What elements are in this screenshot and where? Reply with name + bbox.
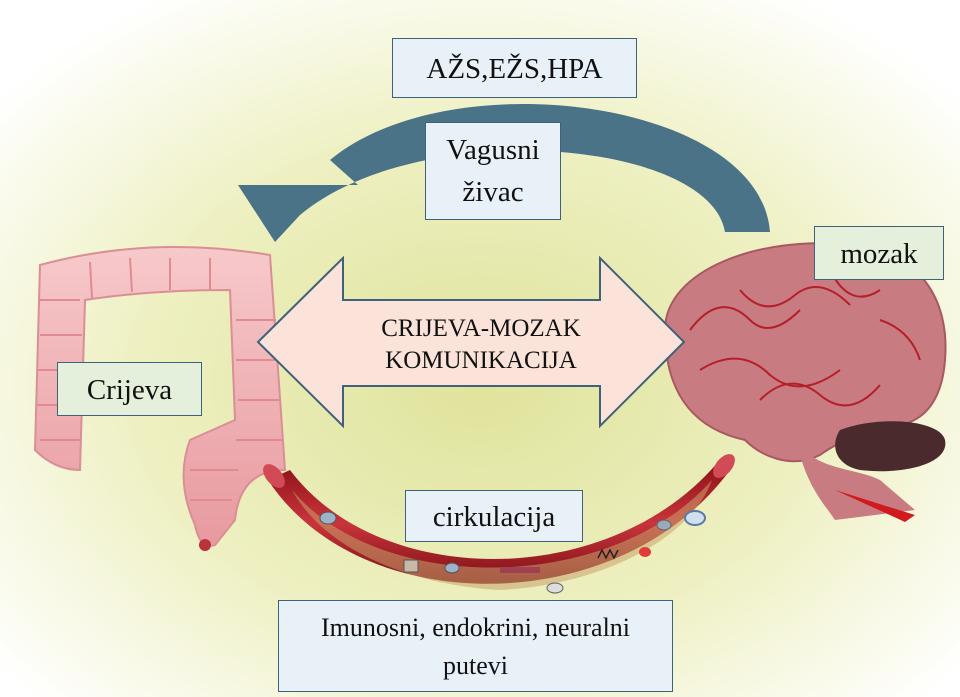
brain-label: mozak — [815, 227, 943, 281]
pathways-top-label: AŽS,EŽS,HPA — [393, 39, 636, 99]
gut-box: Crijeva — [57, 362, 202, 416]
vagus-label-line1: Vagusni — [426, 129, 560, 171]
center-label-line2: KOMUNIKACIJA — [316, 345, 646, 377]
center-label-line1: CRIJEVA-MOZAK — [316, 313, 646, 345]
pathways-bottom-line1: Imunosni, endokrini, neuralni — [279, 609, 672, 647]
brain-box: mozak — [814, 226, 944, 280]
vagus-label-line2: živac — [426, 171, 560, 213]
circulation-box: cirkulacija — [405, 490, 583, 542]
vagus-nerve-box: Vagusni živac — [425, 122, 561, 220]
pathways-bottom-box: Imunosni, endokrini, neuralni putevi — [278, 600, 673, 692]
pathways-top-box: AŽS,EŽS,HPA — [392, 38, 637, 98]
circulation-label: cirkulacija — [406, 491, 582, 543]
gut-label: Crijeva — [58, 363, 201, 417]
center-label: CRIJEVA-MOZAK KOMUNIKACIJA — [316, 313, 646, 377]
pathways-bottom-line2: putevi — [279, 647, 672, 685]
